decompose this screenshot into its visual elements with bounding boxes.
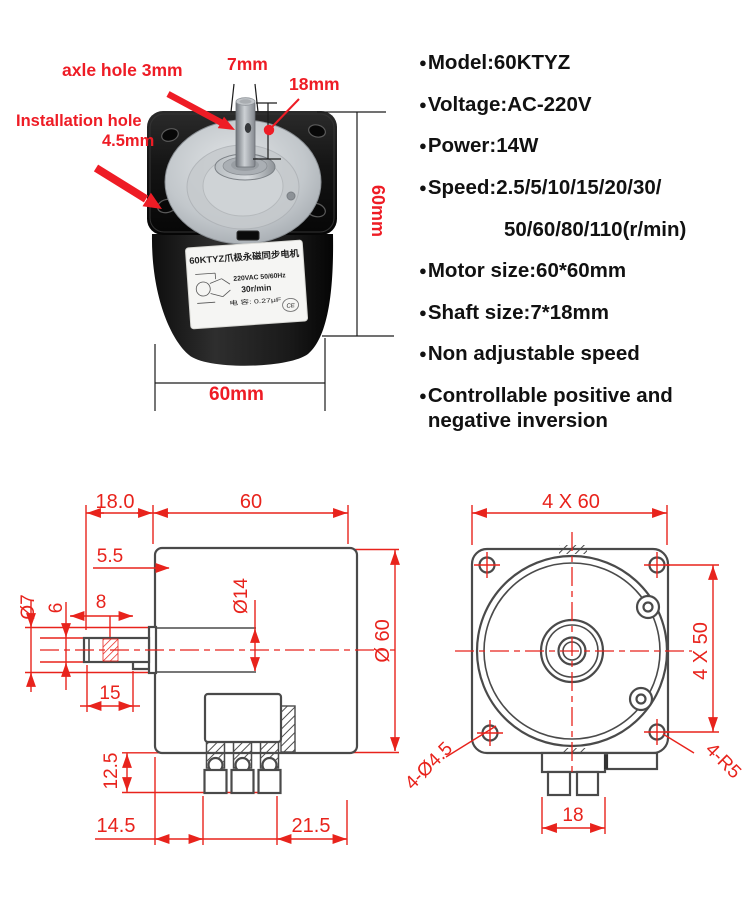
terminal-block bbox=[203, 692, 283, 744]
spec-item-speed-cont: 50/60/80/110(r/min) bbox=[504, 218, 687, 241]
spec-item-non-adjustable: ●Non adjustable speed bbox=[419, 342, 640, 365]
motor-shaft bbox=[235, 97, 256, 168]
screw-bosses bbox=[628, 594, 661, 712]
bullet-icon: ● bbox=[419, 97, 427, 112]
flange-clip bbox=[236, 230, 260, 241]
spec-item-shaft-size: ●Shaft size:7*18mm bbox=[419, 301, 610, 324]
dim-4-dia4-5: 4-Ø4.5 bbox=[401, 738, 457, 794]
dim-6: 6 bbox=[46, 603, 67, 614]
dim-14-5: 14.5 bbox=[97, 815, 136, 837]
dim-8: 8 bbox=[96, 592, 107, 613]
bullet-icon: ● bbox=[419, 388, 427, 403]
dim-4x60: 4 X 60 bbox=[542, 491, 600, 513]
mount-holes bbox=[474, 552, 670, 746]
front-view-drawing: 4 X 60 4 X 50 4-Ø4.5 4-R5 18 bbox=[401, 491, 745, 834]
nameplate-capacitance: 电 容: 0.27μF bbox=[229, 296, 282, 308]
bullet-icon: ● bbox=[419, 305, 427, 320]
side-dimension-lines bbox=[26, 508, 400, 844]
dim-4x50: 4 X 50 bbox=[690, 622, 712, 680]
install-hole-arrow bbox=[93, 164, 149, 203]
face-screw-hole bbox=[286, 191, 296, 201]
nameplate-volts: 220VAC 50/60Hz bbox=[233, 272, 286, 283]
mount-screw-hatch bbox=[280, 705, 296, 753]
dim-4-r5: 4-R5 bbox=[701, 739, 745, 783]
dim-dia14: Ø14 bbox=[231, 578, 252, 614]
bullet-icon: ● bbox=[419, 138, 427, 153]
bullet-icon: ● bbox=[419, 263, 427, 278]
side-view-drawing: 18.0 60 5.5 Ø7 6 8 Ø14 Ø 60 15 12.5 14.5… bbox=[18, 491, 400, 845]
shaft-length-leader bbox=[271, 98, 300, 128]
shaft-length-dot bbox=[263, 124, 275, 136]
axle-hole-arrow bbox=[166, 91, 224, 126]
label-wiring-diagram bbox=[195, 272, 231, 304]
dim-5-5: 5.5 bbox=[97, 546, 123, 567]
spec-item-model: ●Model:60KTYZ bbox=[419, 51, 571, 74]
bullet-icon: ● bbox=[419, 180, 427, 195]
annotation-install-hole-line2: 4.5mm bbox=[102, 132, 155, 150]
spec-item-voltage: ●Voltage:AC-220V bbox=[419, 93, 592, 116]
annotation-bottom-width: 60mm bbox=[209, 384, 264, 405]
front-dimension-lines bbox=[445, 505, 719, 834]
annotation-shaft-dia: 7mm bbox=[227, 54, 268, 74]
terminal-pins bbox=[203, 741, 282, 795]
nameplate-speed: 30r/min bbox=[241, 282, 272, 294]
axle-hole bbox=[244, 123, 252, 133]
annotation-axle-hole: axle hole 3mm bbox=[62, 60, 183, 80]
spec-item-speed: ●Speed:2.5/5/10/15/20/30/ bbox=[419, 176, 662, 199]
ce-mark: CE bbox=[282, 297, 300, 312]
dim-21-5: 21.5 bbox=[292, 815, 331, 837]
spec-item-power: ●Power:14W bbox=[419, 134, 539, 157]
motor-nameplate: 60KTYZ爪极永磁同步电机 220VAC 50/60Hz 30r/min 电 … bbox=[185, 239, 309, 330]
bullet-icon: ● bbox=[419, 55, 427, 70]
spec-item-motor-size: ●Motor size:60*60mm bbox=[419, 259, 627, 282]
photo-measure-lines bbox=[154, 83, 394, 411]
motor-photo: 60KTYZ爪极永磁同步电机 220VAC 50/60Hz 30r/min 电 … bbox=[93, 83, 394, 411]
svg-text:CE: CE bbox=[286, 303, 296, 310]
dim-18-bottom: 18 bbox=[562, 805, 583, 826]
clamp-hatch-top bbox=[559, 545, 587, 554]
annotation-install-hole-line1: Installation hole bbox=[16, 112, 142, 130]
annotation-shaft-len: 18mm bbox=[289, 74, 340, 94]
front-terminal-block bbox=[540, 751, 659, 797]
spec-item-inversion: ●Controllable positive and negative inve… bbox=[419, 384, 673, 432]
dim-60-top: 60 bbox=[240, 491, 262, 513]
dim-18-0: 18.0 bbox=[96, 491, 135, 513]
bullet-icon: ● bbox=[419, 346, 427, 361]
annotation-side-height: 60mm bbox=[368, 185, 388, 238]
dim-12-5: 12.5 bbox=[101, 753, 122, 790]
photo-annotation-arrows bbox=[93, 91, 300, 209]
dim-dia60: Ø 60 bbox=[372, 619, 394, 662]
dim-15: 15 bbox=[99, 683, 120, 704]
dim-dia7: Ø7 bbox=[18, 594, 39, 619]
